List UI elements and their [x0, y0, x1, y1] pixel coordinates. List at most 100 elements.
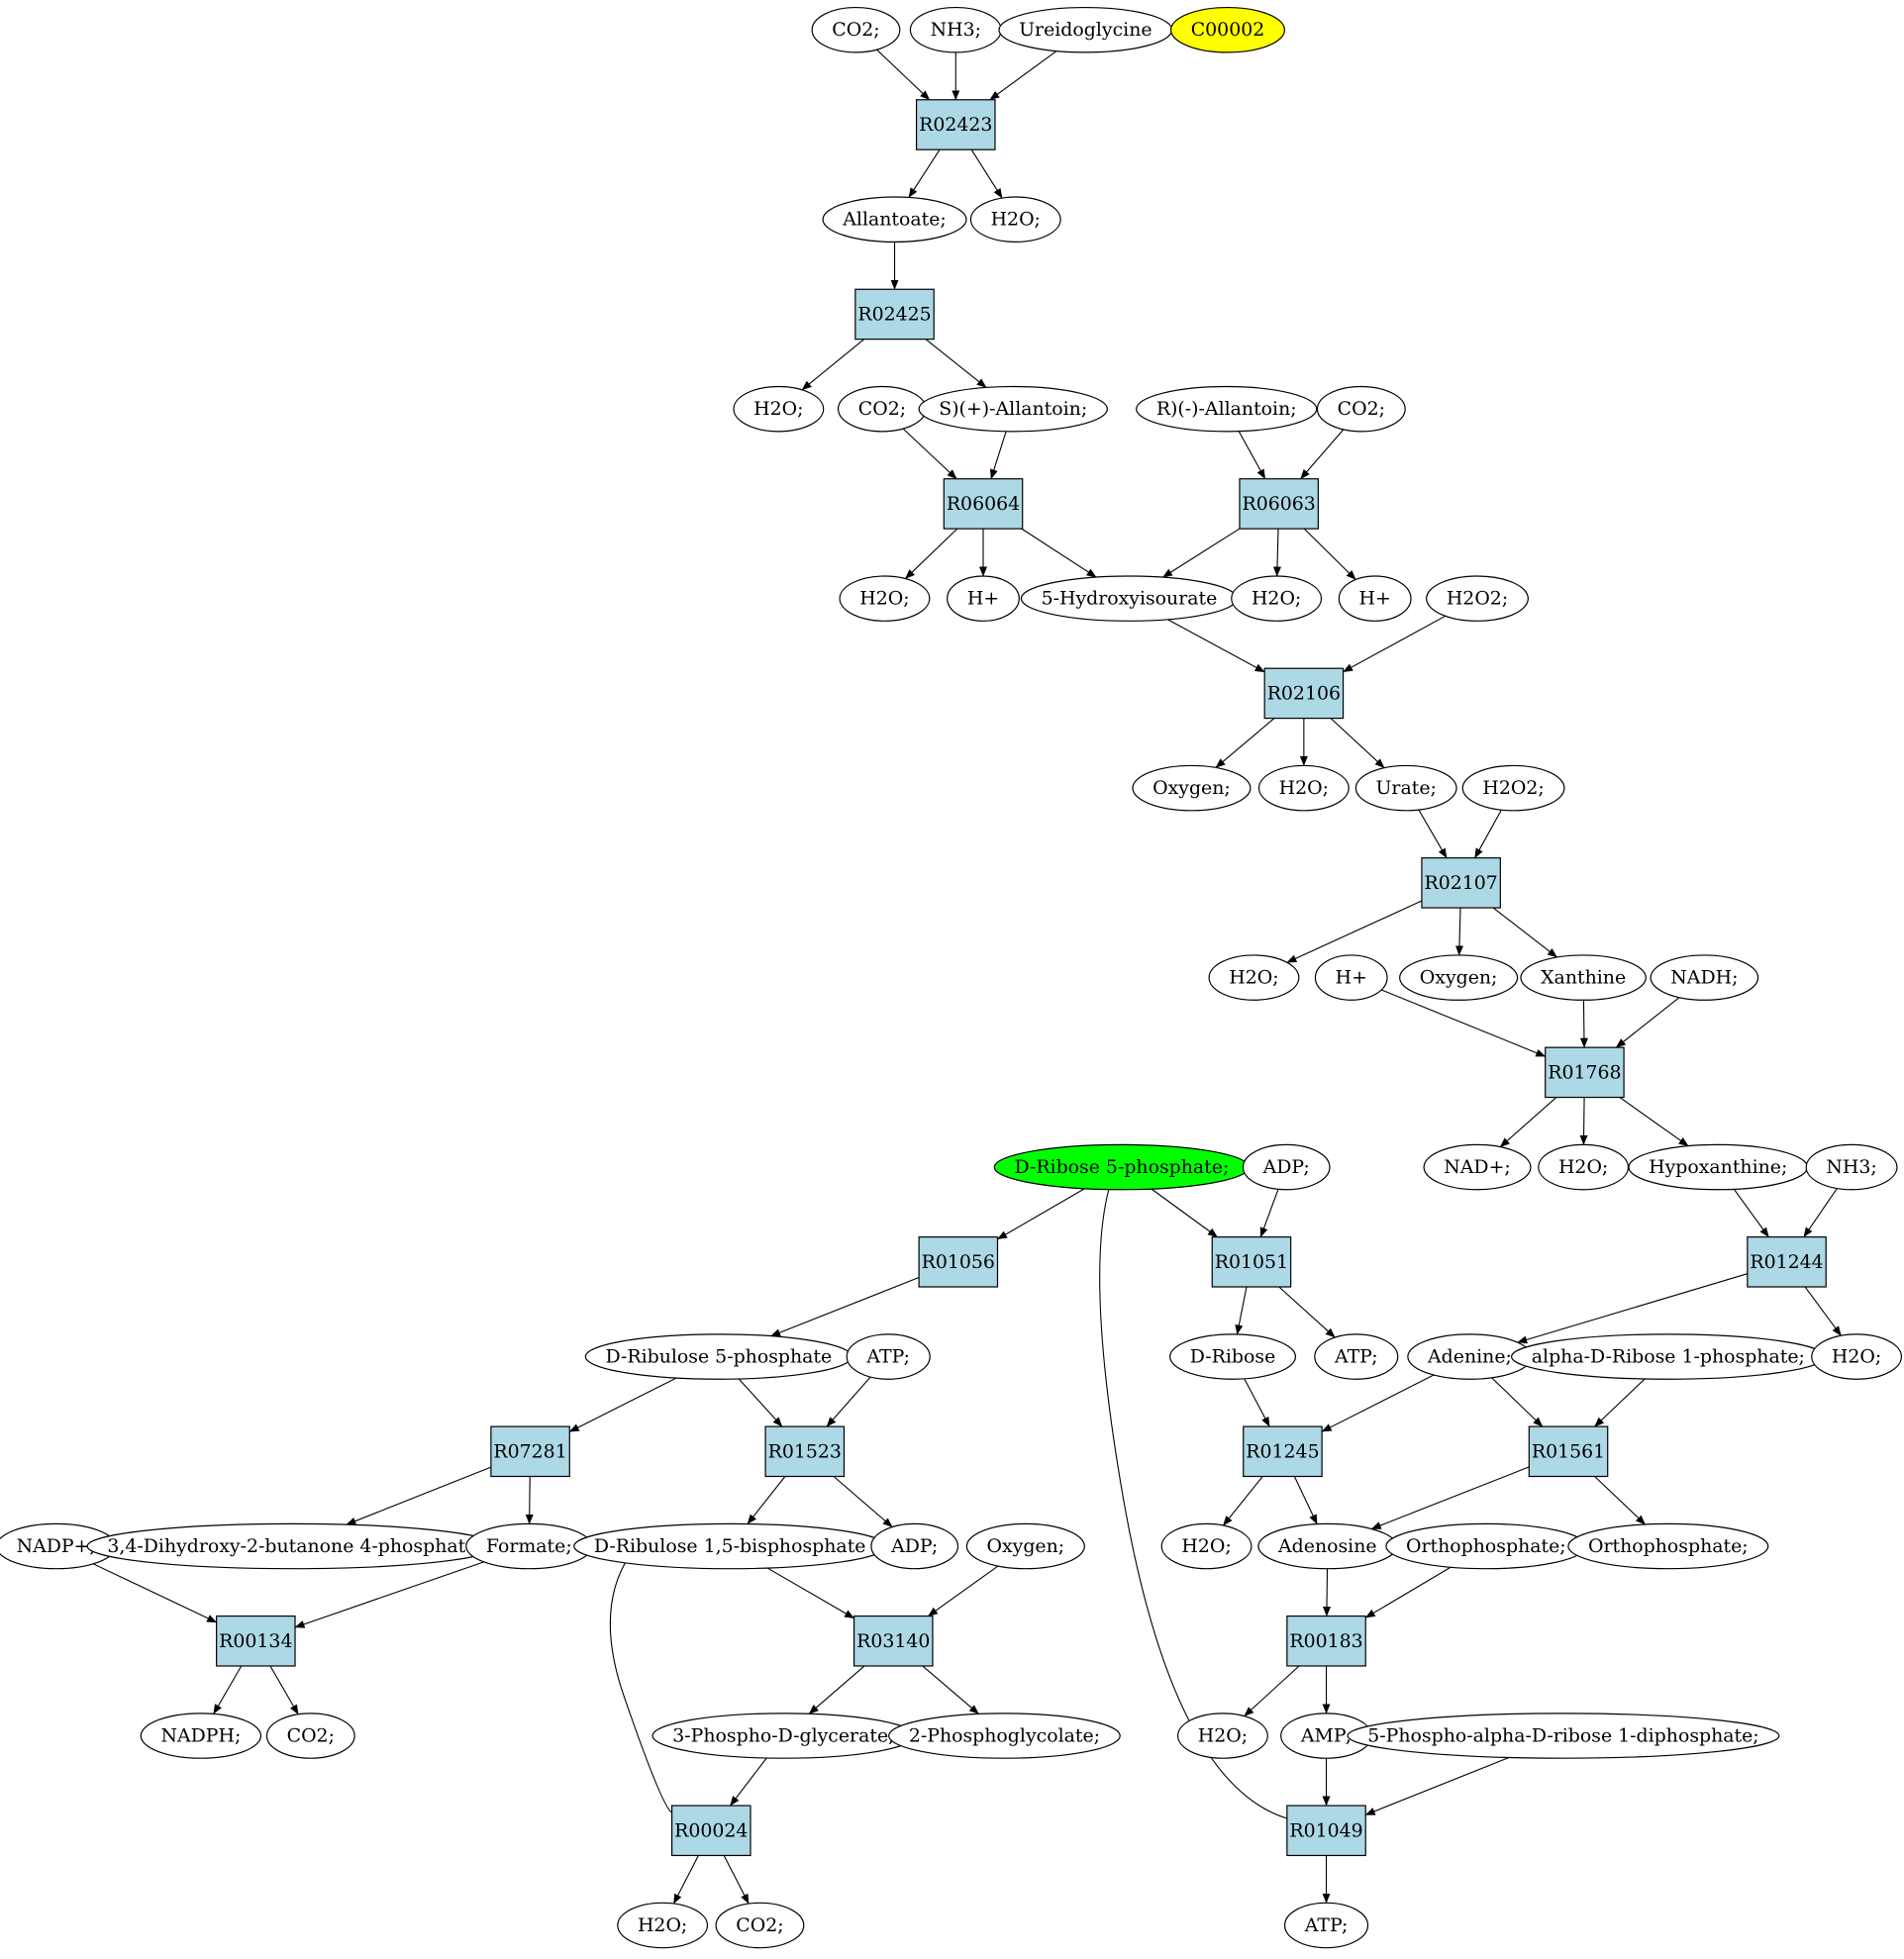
reaction-node: R06064 [943, 478, 1024, 530]
compound-node: CO2; [811, 6, 901, 53]
compound-node: ADP; [870, 1522, 959, 1570]
reaction-edge [747, 1476, 786, 1524]
reaction-edge [1370, 1466, 1530, 1530]
node-label: Adenine; [1427, 1346, 1512, 1368]
reaction-edge [672, 1855, 699, 1905]
compound-ellipse [1316, 385, 1406, 433]
compound-ellipse [1136, 385, 1318, 433]
node-label: R01049 [1289, 1819, 1362, 1841]
compound-ellipse [1169, 1333, 1297, 1380]
reaction-edge [902, 428, 957, 480]
reaction-edge [1343, 615, 1447, 673]
node-label: R01523 [768, 1440, 842, 1462]
node-label: H2O; [638, 1914, 687, 1936]
reaction-edge [1272, 529, 1281, 577]
node-label: R06064 [947, 493, 1020, 515]
compound-node: NAD+; [1423, 1143, 1532, 1191]
node-label: Ureidoglycine [1019, 19, 1152, 41]
node-label: NH3; [1826, 1156, 1876, 1178]
node-label: NADP+; [17, 1535, 96, 1557]
compound-ellipse [888, 1713, 1121, 1759]
node-label: R00024 [674, 1819, 748, 1841]
reaction-edge [1733, 1189, 1769, 1238]
node-label: R)(-)-Allantoin; [1156, 398, 1297, 420]
compound-node: H2O; [617, 1902, 709, 1949]
node-label: 2-Phosphoglycolate; [909, 1725, 1100, 1747]
reaction-box [1421, 857, 1501, 909]
compound-node: Orthophosphate; [1385, 1522, 1587, 1570]
compound-ellipse [1231, 575, 1323, 622]
reaction-edge [1244, 1378, 1270, 1427]
node-label: H2O2; [1482, 777, 1544, 799]
compound-ellipse [1520, 954, 1647, 1001]
node-label: Oxygen; [1420, 967, 1498, 989]
compound-node: H2O2; [1426, 575, 1529, 622]
reaction-box [670, 1805, 752, 1857]
compound-node: H+ [947, 575, 1020, 622]
node-label: R02425 [857, 303, 931, 325]
reaction-edge [1615, 997, 1680, 1048]
node-label: R01056 [922, 1251, 995, 1273]
compound-node: Xanthine [1520, 954, 1647, 1001]
reaction-edge [723, 1855, 750, 1905]
compound-node: H2O; [1538, 1143, 1630, 1191]
reaction-box [216, 1615, 296, 1667]
node-label: Urate; [1376, 777, 1437, 799]
reaction-edge [1474, 809, 1502, 859]
reaction-box [1528, 1425, 1609, 1478]
reaction-edge [1418, 809, 1448, 859]
node-label: H2O; [1558, 1156, 1608, 1178]
compound-node: CO2; [1316, 385, 1406, 433]
node-label: H+ [967, 588, 999, 610]
reaction-edge [1223, 1476, 1263, 1526]
node-label: alpha-D-Ribose 1-phosphate; [1532, 1346, 1805, 1368]
compound-ellipse [1423, 1143, 1532, 1191]
compound-ellipse [969, 196, 1061, 243]
reaction-edge [1286, 900, 1423, 963]
reaction-edge [1215, 718, 1275, 768]
node-label: CO2; [1338, 398, 1385, 420]
reaction-edge [990, 431, 1007, 480]
reaction-edge [213, 1665, 243, 1714]
node-label: H2O; [1229, 967, 1278, 989]
reaction-box [1211, 1236, 1292, 1288]
reaction-edge [1499, 1097, 1557, 1148]
node-label: S)(+)-Allantoin; [939, 398, 1087, 420]
reaction-node: R00024 [670, 1805, 752, 1857]
node-label: 5-Phospho-alpha-D-ribose 1-diphosphate; [1367, 1725, 1758, 1747]
reaction-edge [1099, 1144, 1288, 1819]
reaction-node: R01768 [1545, 1046, 1625, 1099]
compound-node: 2-Phosphoglycolate; [888, 1713, 1121, 1759]
node-label: H2O; [753, 398, 803, 420]
edge-layer [92, 49, 1842, 1905]
reaction-edge [801, 339, 865, 391]
node-label: CO2; [858, 398, 906, 420]
compound-node: Hypoxanthine; [1628, 1143, 1809, 1191]
reaction-edge [770, 1277, 920, 1337]
reaction-edge [970, 148, 1003, 199]
reaction-edge [989, 50, 1057, 101]
reaction-box [1747, 1236, 1827, 1288]
node-label: R01768 [1548, 1061, 1621, 1083]
reaction-node: R07281 [490, 1425, 570, 1478]
compound-node: R)(-)-Allantoin; [1136, 385, 1318, 433]
compound-node: Oxygen; [1399, 954, 1519, 1001]
reaction-node: R06063 [1239, 478, 1319, 530]
compound-ellipse [1426, 575, 1529, 622]
reaction-box [943, 478, 1024, 530]
compound-node: Oxygen; [1132, 764, 1252, 812]
node-label: D-Ribose [1190, 1346, 1275, 1368]
compound-node: NADH; [1650, 954, 1759, 1001]
node-label: R00183 [1289, 1630, 1362, 1652]
compound-node: H2O; [1257, 764, 1350, 812]
reaction-edge [738, 1378, 783, 1427]
compound-ellipse [918, 385, 1108, 433]
reaction-edge [1259, 1189, 1279, 1238]
compound-ellipse [1805, 1143, 1898, 1191]
reaction-edge [928, 1565, 999, 1617]
reaction-node: R01561 [1528, 1425, 1609, 1478]
reaction-edge [808, 1665, 865, 1714]
reaction-edge [1803, 1188, 1838, 1238]
